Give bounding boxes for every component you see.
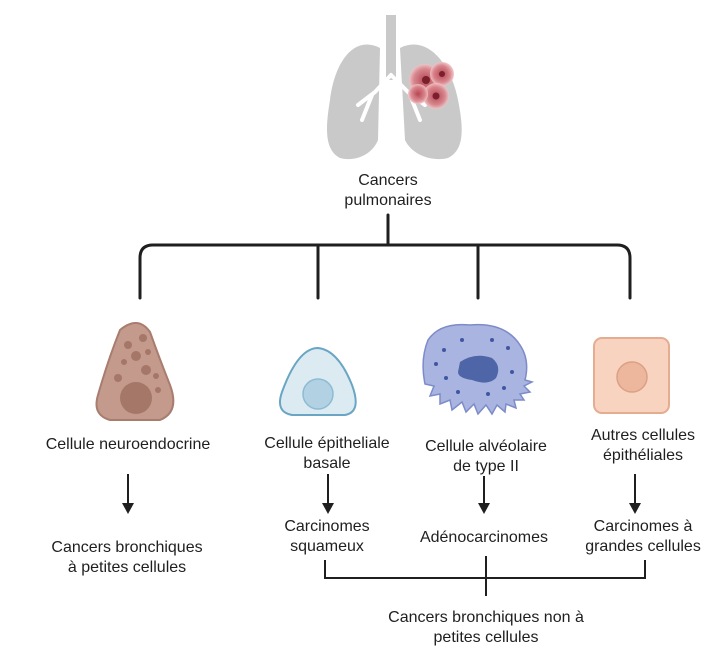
cell-label-line2: de type II: [453, 458, 519, 475]
group-label-nsclc: Cancers bronchiques non à petites cellul…: [388, 608, 584, 648]
cancer-label-line1: Cancers bronchiques: [51, 539, 203, 556]
group-label-line1: Cancers bronchiques non à: [388, 609, 584, 626]
root-label: Cancers pulmonaires: [344, 171, 431, 211]
root-label-line1: Cancers: [358, 172, 418, 189]
bronchi: [356, 73, 427, 122]
trachea: [386, 15, 396, 80]
cancer-label-line2: grandes cellules: [585, 538, 701, 555]
left-lung: [327, 44, 380, 160]
cell-to-cancer-arrows: [122, 474, 641, 514]
cancer-label-line2: à petites cellules: [67, 559, 187, 576]
cancer-label-adeno: Adénocarcinomes: [420, 528, 548, 548]
cell-label-line1: Autres cellules: [590, 427, 696, 444]
lungs-with-tumor-icon: [327, 15, 462, 160]
other-epithelial-cell-icon: [593, 337, 670, 414]
cell-label-line2: basale: [303, 455, 351, 472]
basal-epithelial-cell-icon: [279, 346, 357, 416]
root-label-line2: pulmonaires: [344, 192, 432, 209]
cell-label-line1: Cellule alvéolaire: [425, 438, 547, 455]
cancer-label-line2: squameux: [290, 538, 364, 555]
cell-label-line1: Cellule épitheliale: [264, 435, 390, 452]
cell-label-other: Autres cellules épithéliales: [591, 426, 695, 466]
cancer-label-sclc: Cancers bronchiques à petites cellules: [51, 538, 202, 578]
nsclc-bracket: [324, 556, 646, 596]
cancer-label-line1: Carcinomes: [284, 518, 370, 535]
group-label-line2: petites cellules: [433, 629, 539, 646]
alveolar-type2-cell-icon: [422, 323, 535, 416]
neuroendocrine-cell-icon: [95, 322, 175, 421]
cell-label-neuroendocrine: Cellule neuroendocrine: [46, 435, 211, 455]
cell-label-alveolar: Cellule alvéolaire de type II: [425, 437, 547, 477]
cancer-label-squamous: Carcinomes squameux: [284, 517, 369, 557]
cell-label-line1: Cellule neuroendocrine: [45, 436, 211, 453]
cancer-label-line1: Carcinomes à: [593, 518, 693, 535]
cell-label-line2: épithéliales: [602, 447, 684, 464]
cell-label-basal: Cellule épitheliale basale: [264, 434, 389, 474]
tree-connector: [138, 213, 632, 300]
tumor: [408, 62, 454, 109]
cancer-label-line1: Adénocarcinomes: [419, 529, 549, 546]
cancer-label-large-cell: Carcinomes à grandes cellules: [585, 517, 701, 557]
